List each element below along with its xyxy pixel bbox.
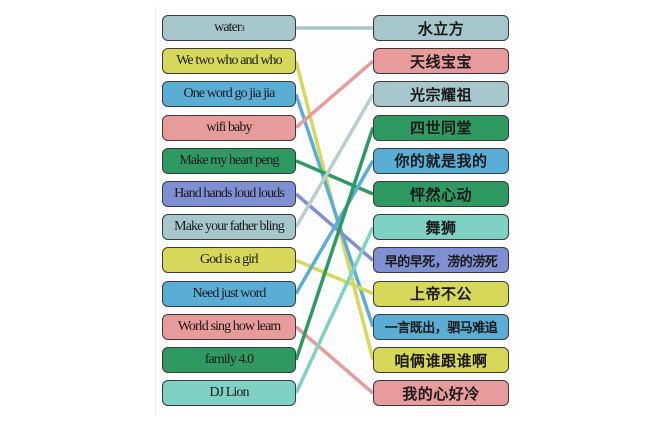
right-item-label: 舞狮 bbox=[425, 218, 457, 237]
left-item-label: family 4.0 bbox=[204, 352, 254, 367]
left-item[interactable]: Hand hands loud louds bbox=[162, 181, 296, 207]
connection-line bbox=[295, 258, 374, 296]
right-item[interactable]: 你的就是我的 bbox=[373, 147, 509, 174]
right-item-label: 早的早死，涝的涝死 bbox=[384, 254, 498, 270]
left-item-label: God is a girl bbox=[200, 252, 259, 268]
connection-line bbox=[294, 159, 375, 295]
right-item-label: 一言既出，驷马难追 bbox=[384, 321, 498, 337]
left-item-label: Make my heart peng bbox=[179, 152, 279, 168]
left-item-label: water bbox=[214, 20, 241, 35]
right-item[interactable]: 一言既出，驷马难追 bbox=[373, 313, 509, 340]
right-item[interactable]: 我的心好冷 bbox=[373, 380, 509, 407]
left-item[interactable]: God is a girl bbox=[162, 247, 296, 274]
right-item-label: 四世同堂 bbox=[409, 119, 472, 138]
right-item-label: 天线宝宝 bbox=[409, 52, 472, 71]
left-item-label: Need just word bbox=[192, 285, 267, 301]
left-item-label: Make your father bling bbox=[174, 219, 285, 235]
left-item[interactable]: We two who and who bbox=[162, 48, 296, 75]
left-item[interactable]: DJ Lion bbox=[162, 380, 296, 407]
right-item[interactable]: 水立方 bbox=[373, 15, 509, 41]
right-item-label: 怦然心动 bbox=[409, 185, 472, 204]
left-item-label: We two who and who bbox=[176, 53, 282, 69]
right-item[interactable]: 咱俩谁跟谁啊 bbox=[373, 347, 509, 373]
connection-line bbox=[294, 226, 375, 394]
right-item-label: 咱俩谁跟谁啊 bbox=[394, 351, 488, 370]
left-item[interactable]: Make your father bling bbox=[162, 214, 296, 241]
left-item[interactable]: Need just word bbox=[162, 280, 296, 307]
connection-line bbox=[294, 59, 375, 129]
panel-edge bbox=[155, 6, 156, 416]
left-item[interactable]: World sing how learn bbox=[162, 313, 296, 340]
right-item[interactable]: 光宗耀祖 bbox=[373, 81, 509, 108]
connection-line bbox=[294, 93, 375, 229]
right-item-label: 水立方 bbox=[417, 19, 465, 38]
left-item-label: One word go jia jia bbox=[183, 86, 276, 102]
right-item-label: 上帝不公 bbox=[409, 285, 472, 304]
right-item-label: 光宗耀祖 bbox=[409, 85, 472, 104]
left-item-label: wifi baby bbox=[206, 119, 252, 135]
right-item[interactable]: 四世同堂 bbox=[373, 114, 509, 141]
superscript: 3 bbox=[240, 23, 245, 33]
right-item-label: 你的就是我的 bbox=[394, 152, 488, 171]
right-item-label: 我的心好冷 bbox=[402, 384, 480, 403]
right-item[interactable]: 早的早死，涝的涝死 bbox=[373, 247, 509, 274]
left-item[interactable]: Make my heart peng bbox=[162, 147, 296, 174]
left-item-label: World sing how learn bbox=[177, 318, 281, 334]
connection-line bbox=[295, 159, 374, 196]
connection-line bbox=[294, 127, 375, 361]
left-item[interactable]: One word go jia jia bbox=[162, 81, 296, 108]
left-item-label: DJ Lion bbox=[209, 385, 249, 401]
right-item[interactable]: 怦然心动 bbox=[373, 181, 509, 207]
left-item[interactable]: wifi baby bbox=[162, 114, 296, 141]
right-item[interactable]: 舞狮 bbox=[373, 214, 509, 241]
connection-line bbox=[294, 325, 375, 395]
right-item[interactable]: 上帝不公 bbox=[373, 280, 509, 307]
left-item[interactable]: family 4.0 bbox=[162, 347, 296, 373]
left-item-label: Hand hands loud louds bbox=[174, 186, 285, 201]
right-item[interactable]: 天线宝宝 bbox=[373, 48, 509, 75]
